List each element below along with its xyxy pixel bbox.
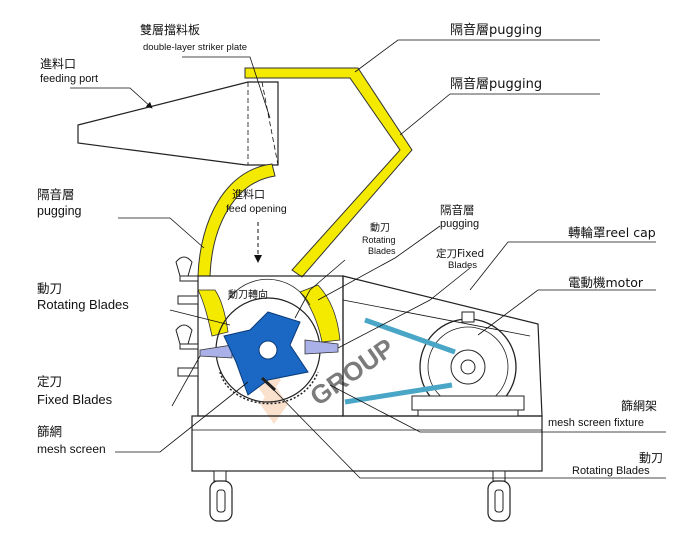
label-fixed-inner-zh: 定刀Fixed [436,247,484,260]
leader-mesh [115,381,249,453]
belt-lower [344,382,453,405]
pugging-top-shell [244,67,413,278]
label-reel-cap: 轉輪罩reel cap [568,225,656,240]
reel-cap-housing [342,275,543,417]
base-frame [191,415,543,472]
label-striker-en: double-layer striker plate [143,42,247,53]
rotation-arc [227,278,311,306]
label-rot-left-en: Rotating Blades [37,297,129,312]
label-rot-bottom-en: Rotating Blades [572,465,650,477]
label-rot-inner-en1: Rotating [362,235,396,245]
leader-fixed-inner [337,267,471,349]
caster-left [209,470,233,522]
rotating-blade-tip [260,376,277,392]
leader-rot-left [169,309,231,326]
label-fixed-left-en: Fixed Blades [37,392,113,407]
label-mesh-zh: 篩網 [37,424,62,439]
label-rot-left-zh: 動刀 [37,281,62,296]
label-fixed-left-zh: 定刀 [37,374,62,389]
pugging-chamber-right [299,284,341,343]
label-fixed-inner-en: Blades [448,260,477,271]
label-feed-opening-zh: 進料口 [232,187,265,201]
rotor-hub [258,340,278,360]
leader-fixture [329,384,666,433]
label-pugging-right-zh: 隔音層 [440,203,475,217]
caster-right [487,470,511,522]
label-feed-opening-en: feed opening [226,203,287,215]
leader-feed-port [70,87,153,109]
label-rot-bottom-zh: 動刀 [639,451,663,465]
handle-mid-icon [175,324,193,345]
label-pugging-left-en: pugging [37,204,82,218]
left-handles [175,256,199,377]
label-fixture-zh: 篩網架 [621,398,657,413]
leader-pugging-left [118,217,205,249]
motor [411,311,525,417]
label-pugging-top2: 隔音層pugging [450,76,542,92]
label-striker-zh: 雙層擋料板 [140,23,200,37]
belt-upper [364,317,456,355]
label-pugging-top1: 隔音層pugging [450,22,542,38]
fixed-blade-left [199,344,233,359]
label-pugging-right-en: pugging [440,218,479,230]
leader-fixed-left [171,355,201,407]
label-rot-inner-en2: Blades [368,246,396,256]
leader-reel-cap [469,241,656,291]
leader-pugging-right [317,225,441,301]
pugging-left-neck [197,163,276,277]
label-mesh-en: mesh screen [37,442,106,456]
chamber-rotation-label: 動刀轉向 [228,288,268,301]
label-rot-inner-zh: 動刀 [370,221,390,234]
label-feed-port-zh: 進料口 [40,57,76,71]
pugging-chamber-left [197,289,229,337]
label-fixture-en: mesh screen fixture [548,417,644,429]
label-motor: 電動機motor [568,275,644,290]
leader-lines [70,39,666,479]
striker-plate-dashed [261,81,279,166]
leader-rot-inner [294,259,346,319]
leader-pugging-top1 [354,39,600,73]
handle-top-icon [175,256,193,277]
leader-motor [477,289,656,336]
fixed-blade-right [304,339,339,355]
leader-pugging-top2 [399,93,600,136]
mesh-screen-arc [219,371,319,405]
label-feed-port-en: feeding port [40,73,98,85]
leader-rot-bottom [271,387,666,479]
label-pugging-left-zh: 隔音層 [37,187,75,202]
leader-striker [182,56,271,119]
